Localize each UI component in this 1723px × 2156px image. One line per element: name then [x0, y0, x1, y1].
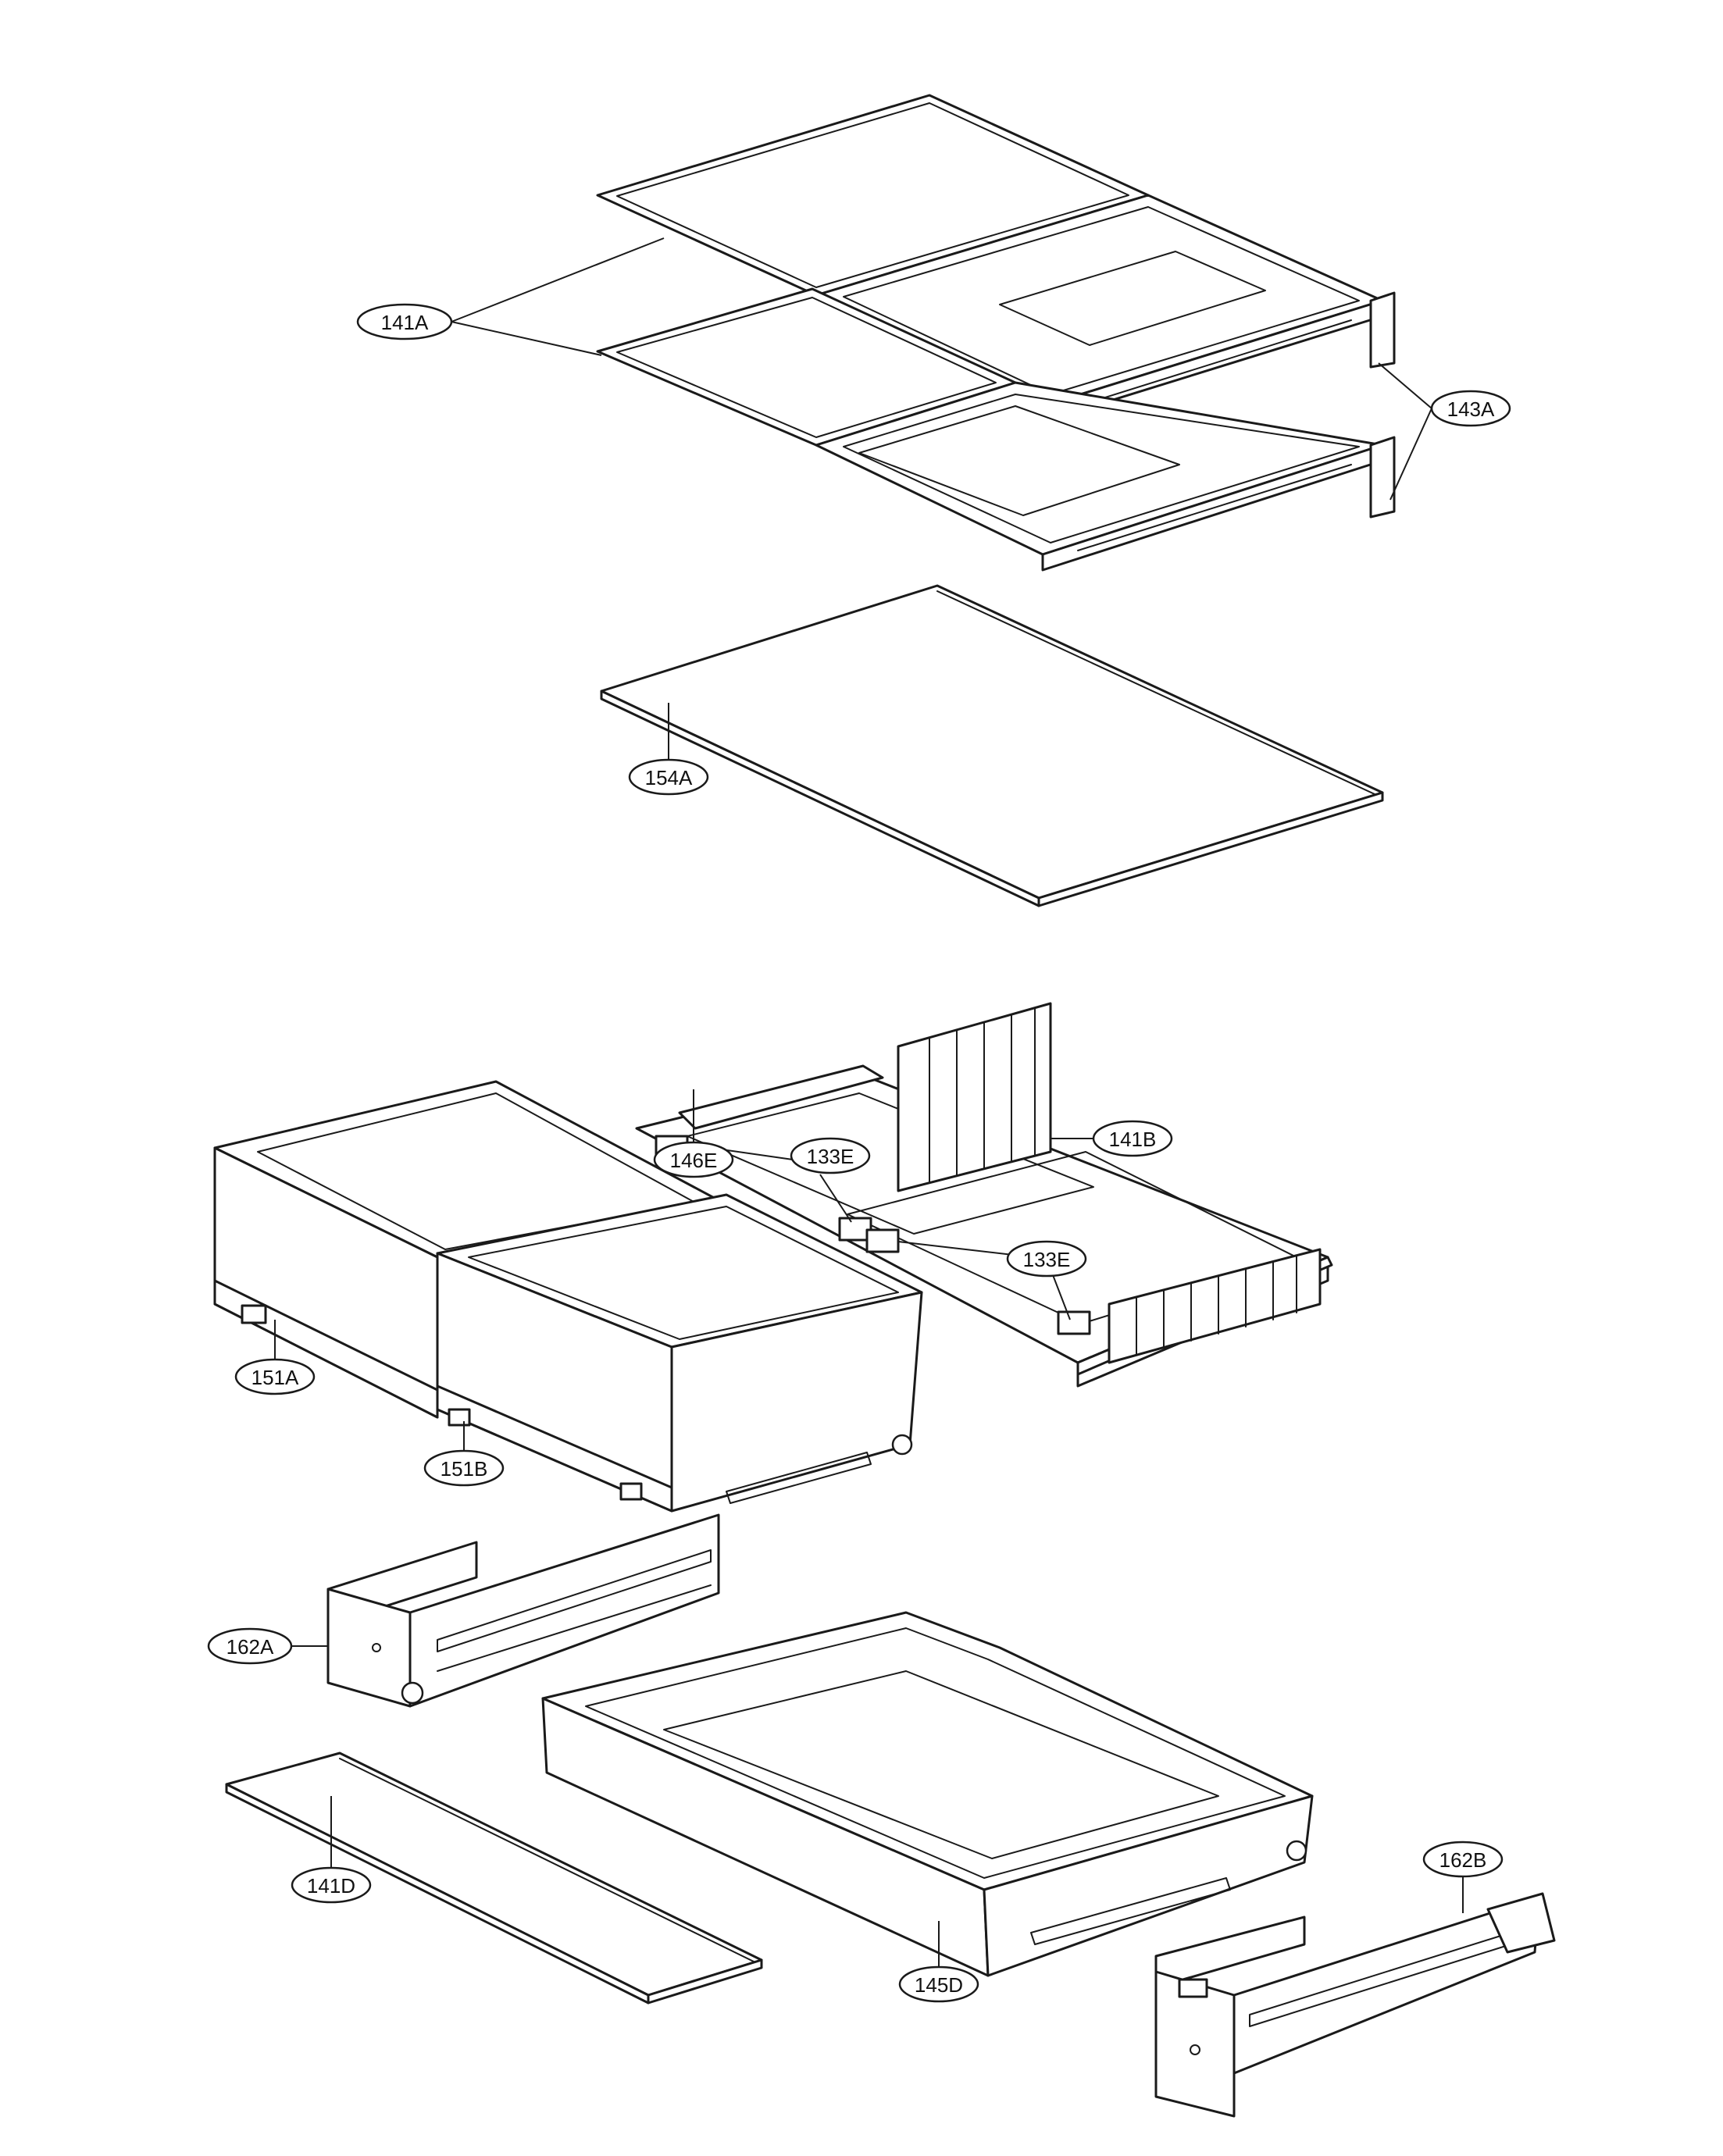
callout-label-146E: 146E: [670, 1149, 718, 1172]
callout-label-145D: 145D: [915, 1973, 963, 1997]
callout-141B: 141B: [1092, 1120, 1173, 1157]
drawer-wheel: [891, 1434, 913, 1456]
callout-label-141D: 141D: [307, 1874, 355, 1898]
callout-label-133E-lower: 133E: [1023, 1248, 1071, 1271]
front-grille: [1108, 1248, 1322, 1364]
callout-141D: 141D: [291, 1866, 372, 1904]
callout-label-151B: 151B: [441, 1457, 488, 1481]
rail-roller: [401, 1681, 424, 1705]
callout-label-162B: 162B: [1439, 1848, 1487, 1872]
callout-label-133E-upper: 133E: [807, 1145, 854, 1168]
shelf-assembly-lower: [596, 287, 1396, 572]
callout-146E: 146E: [653, 1141, 734, 1178]
slide-rail-162B: [1154, 1892, 1556, 2118]
callout-label-143A: 143A: [1447, 397, 1495, 421]
crisper-drawer-151A: [213, 1080, 732, 1419]
freezer-drawer-145D: [541, 1611, 1314, 1977]
callout-145D: 145D: [898, 1965, 979, 2003]
callout-label-141A: 141A: [381, 311, 429, 334]
callout-151A: 151A: [234, 1358, 316, 1395]
callout-133E-upper: 133E: [790, 1137, 871, 1174]
divider-141B: [897, 1002, 1052, 1192]
callout-label-141B: 141B: [1109, 1128, 1157, 1151]
shelf-assembly-upper: [596, 94, 1396, 423]
callout-label-151A: 151A: [251, 1366, 299, 1389]
crisper-drawer-151B: [436, 1193, 923, 1513]
callout-133E-lower: 133E: [1006, 1240, 1087, 1278]
drawer-wheel: [1286, 1840, 1307, 1862]
callout-151B: 151B: [423, 1449, 505, 1487]
callout-label-162A: 162A: [227, 1635, 274, 1659]
callout-162B: 162B: [1422, 1841, 1504, 1878]
callout-162A: 162A: [207, 1627, 293, 1665]
callout-154A: 154A: [628, 758, 709, 796]
slide-rail-162A: [326, 1513, 720, 1708]
glass-shelf-154A: [600, 584, 1384, 907]
callout-143A: 143A: [1430, 390, 1511, 427]
callout-141A: 141A: [356, 303, 453, 340]
callout-label-154A: 154A: [645, 766, 693, 789]
